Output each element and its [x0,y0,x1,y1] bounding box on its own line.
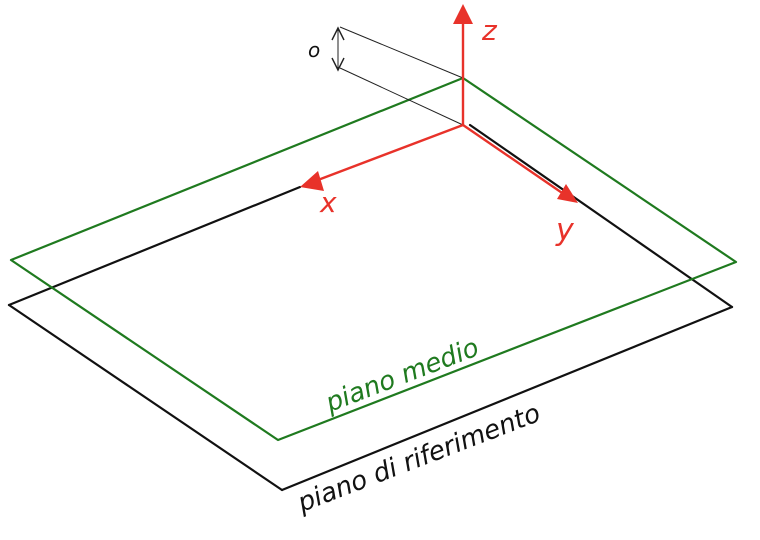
reference-plane-front-left-edge [7,303,284,492]
offset-arrow-top [331,26,345,41]
y-axis-arrowhead [557,184,578,203]
reference-plane-front-right-edge [280,305,734,492]
offset-label: o [308,38,320,62]
coordinate-axes [308,16,570,199]
mid-plane [9,76,738,442]
x-axis-label: x [319,186,337,219]
z-axis-arrowhead [453,4,473,24]
y-axis-line [461,123,570,199]
offset-arrow-bottom [331,57,345,72]
x-axis-line [308,123,465,185]
mid-plane-outline [9,76,738,442]
reference-plane [7,123,734,492]
y-axis-label: y [555,213,575,248]
z-axis-label: z [481,14,498,47]
reference-plane-label: piano di riferimento [293,398,545,519]
reference-plane-back-edge-left [7,185,302,307]
offset-dimension [331,26,464,126]
offset-extension-line-top [339,26,464,79]
offset-extension-line-bottom [339,67,464,126]
reference-plane-back-edge-right [468,123,734,309]
x-axis-arrowhead [300,171,324,191]
mid-plane-label: piano medio [321,333,483,419]
